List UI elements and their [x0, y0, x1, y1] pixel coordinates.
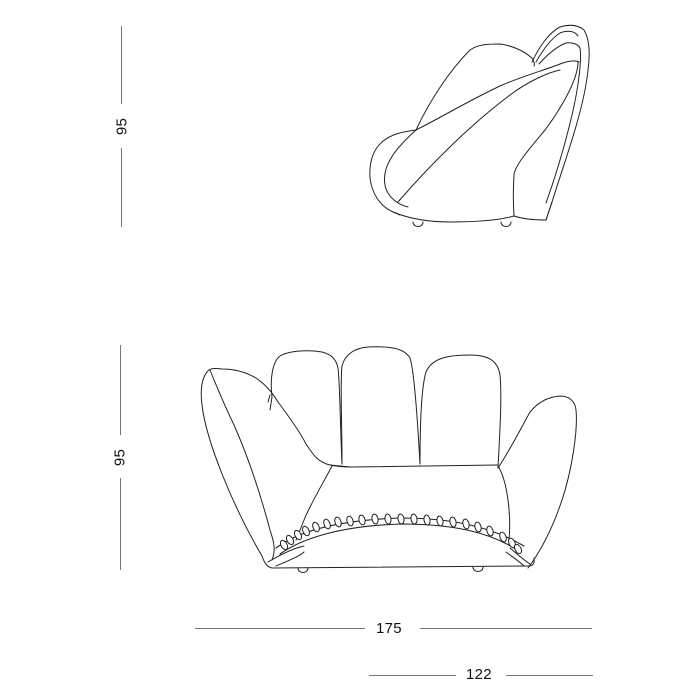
front-height-line-bottom — [120, 478, 121, 570]
side-height-line-top — [121, 26, 122, 104]
depth-line-left — [369, 675, 456, 676]
side-view — [369, 24, 590, 227]
width-label: 175 — [376, 620, 402, 637]
depth-label: 122 — [466, 666, 492, 683]
side-height-line-bottom — [121, 148, 122, 227]
width-line-right — [420, 628, 592, 629]
front-view — [200, 346, 577, 573]
front-height-line-top — [120, 345, 121, 435]
lacing-stitches — [279, 513, 523, 555]
depth-line-right — [506, 675, 593, 676]
width-line-left — [195, 628, 365, 629]
